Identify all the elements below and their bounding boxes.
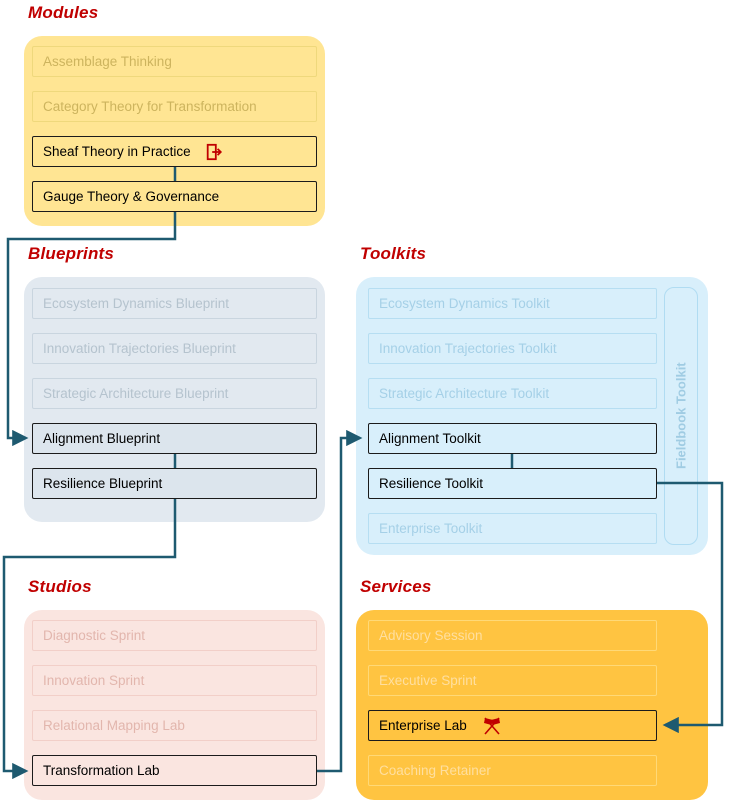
services-group: Advisory Session Executive Sprint Enterp… (356, 610, 708, 800)
services-heading: Services (360, 577, 432, 596)
node-innovation-sprint: Innovation Sprint (32, 665, 317, 696)
node-label: Resilience Blueprint (43, 476, 163, 491)
node-label: Innovation Sprint (43, 673, 145, 688)
node-label: Strategic Architecture Blueprint (43, 386, 229, 401)
node-label: Category Theory for Transformation (43, 99, 257, 114)
node-executive-sprint: Executive Sprint (368, 665, 657, 696)
fieldbook-toolkit-sidebar: Fieldbook Toolkit (664, 287, 698, 545)
node-label: Relational Mapping Lab (43, 718, 185, 733)
node-alignment-toolkit: Alignment Toolkit (368, 423, 657, 454)
node-label: Enterprise Lab (379, 718, 467, 733)
node-ecosystem-dynamics-blueprint: Ecosystem Dynamics Blueprint (32, 288, 317, 319)
toolkits-heading: Toolkits (360, 244, 427, 263)
blueprints-group: Ecosystem Dynamics Blueprint Innovation … (24, 277, 325, 522)
node-advisory-session: Advisory Session (368, 620, 657, 651)
node-diagnostic-sprint: Diagnostic Sprint (32, 620, 317, 651)
node-gauge-theory: Gauge Theory & Governance (32, 181, 317, 212)
node-label: Enterprise Toolkit (379, 521, 483, 536)
toolkits-group: Ecosystem Dynamics Toolkit Innovation Tr… (356, 277, 708, 555)
node-sheaf-theory: Sheaf Theory in Practice (32, 136, 317, 167)
node-transformation-lab: Transformation Lab (32, 755, 317, 786)
node-label: Sheaf Theory in Practice (43, 144, 191, 159)
node-category-theory: Category Theory for Transformation (32, 91, 317, 122)
node-resilience-blueprint: Resilience Blueprint (32, 468, 317, 499)
modules-group: Assemblage Thinking Category Theory for … (24, 36, 325, 226)
node-label: Innovation Trajectories Blueprint (43, 341, 236, 356)
node-enterprise-toolkit: Enterprise Toolkit (368, 513, 657, 544)
node-resilience-toolkit: Resilience Toolkit (368, 468, 657, 499)
modules-heading: Modules (28, 3, 99, 22)
node-label: Transformation Lab (43, 763, 160, 778)
studios-heading: Studios (28, 577, 92, 596)
node-label: Assemblage Thinking (43, 54, 172, 69)
node-alignment-blueprint: Alignment Blueprint (32, 423, 317, 454)
node-label: Executive Sprint (379, 673, 477, 688)
node-innovation-trajectories-toolkit: Innovation Trajectories Toolkit (368, 333, 657, 364)
node-relational-mapping-lab: Relational Mapping Lab (32, 710, 317, 741)
node-coaching-retainer: Coaching Retainer (368, 755, 657, 786)
node-strategic-architecture-blueprint: Strategic Architecture Blueprint (32, 378, 317, 409)
node-label: Resilience Toolkit (379, 476, 484, 491)
exit-door-icon (205, 143, 223, 161)
node-strategic-architecture-toolkit: Strategic Architecture Toolkit (368, 378, 657, 409)
node-enterprise-lab: Enterprise Lab (368, 710, 657, 741)
blueprints-heading: Blueprints (28, 244, 115, 263)
node-label: Alignment Toolkit (379, 431, 481, 446)
node-label: Alignment Blueprint (43, 431, 161, 446)
checkered-flags-icon (481, 716, 503, 735)
node-label: Ecosystem Dynamics Blueprint (43, 296, 230, 311)
node-innovation-trajectories-blueprint: Innovation Trajectories Blueprint (32, 333, 317, 364)
studios-group: Diagnostic Sprint Innovation Sprint Rela… (24, 610, 325, 800)
node-label: Advisory Session (379, 628, 483, 643)
node-label: Diagnostic Sprint (43, 628, 146, 643)
node-label: Ecosystem Dynamics Toolkit (379, 296, 550, 311)
node-label: Strategic Architecture Toolkit (379, 386, 550, 401)
node-label: Coaching Retainer (379, 763, 491, 778)
node-ecosystem-dynamics-toolkit: Ecosystem Dynamics Toolkit (368, 288, 657, 319)
node-label: Gauge Theory & Governance (43, 189, 220, 204)
node-label: Innovation Trajectories Toolkit (379, 341, 557, 356)
node-assemblage-thinking: Assemblage Thinking (32, 46, 317, 77)
